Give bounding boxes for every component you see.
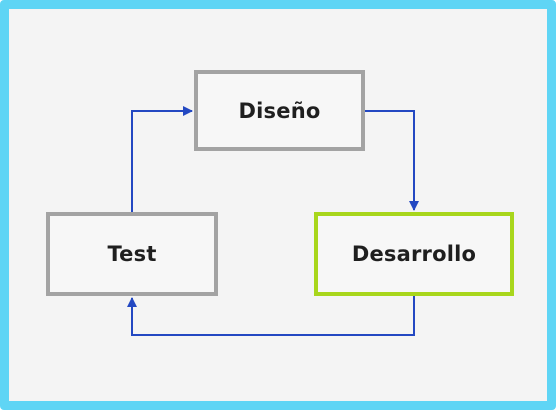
edge-test-to-design (131, 106, 193, 212)
edge-design-to-development (365, 110, 419, 211)
node-development: Desarrollo (314, 212, 514, 296)
node-development-label: Desarrollo (351, 242, 477, 266)
node-design: Diseño (194, 70, 365, 151)
edge-development-to-test (127, 296, 415, 336)
node-test: Test (46, 212, 218, 296)
node-test-label: Test (107, 242, 157, 266)
node-design-label: Diseño (238, 98, 321, 123)
